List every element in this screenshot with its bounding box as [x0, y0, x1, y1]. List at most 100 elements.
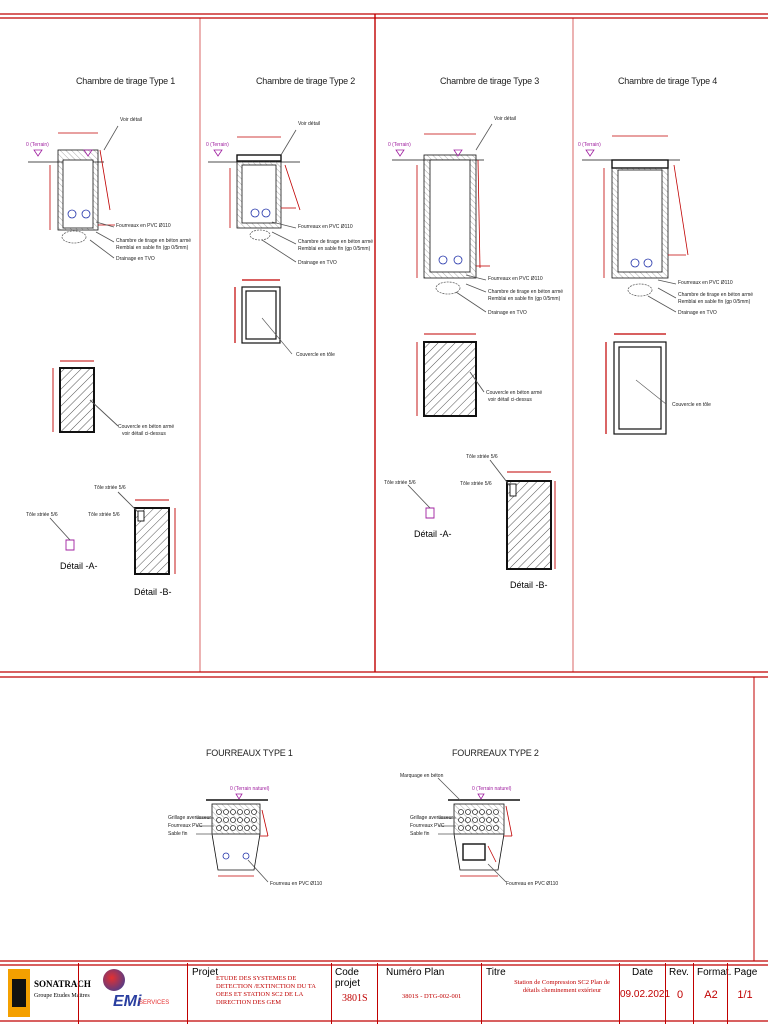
- sable-note-f2: Sable fin: [410, 831, 430, 837]
- chambre-note1-type3: Chambre de tirage en béton armé: [488, 289, 564, 295]
- couvercle-note-type2: Couvercle en tôle: [296, 352, 335, 358]
- tole-note2-type3: Tôle striée 5/6: [460, 481, 492, 487]
- detail-b-type3: [489, 459, 556, 570]
- code-projet-value: 3801S: [342, 993, 368, 1004]
- titre-label: Titre: [486, 967, 506, 978]
- tampon-note-type1: Voir détail: [120, 117, 142, 123]
- tampon-note-type3: Voir détail: [494, 116, 516, 122]
- chambre-type2-title: Chambre de tirage Type 2: [256, 76, 356, 86]
- projet-value: ETUDE DES SYSTEMES DE DETECTION /EXTINCT…: [216, 975, 316, 1006]
- detail-a-label-type3: Détail -A-: [414, 529, 452, 539]
- rev-cell: Rev. 0: [665, 963, 693, 1024]
- drainage-note-type4: Drainage en TVO: [678, 310, 717, 316]
- contractor-name: EMi: [113, 993, 142, 1010]
- detail-a-label-type1: Détail -A-: [60, 561, 98, 571]
- drainage-note-type1: Drainage en TVO: [116, 256, 155, 262]
- numero-plan-value: 3801S - DTG-002-001: [402, 993, 462, 1000]
- chambre-note2-type3: Remblai en sable fin (gp 0/5mm): [488, 296, 561, 302]
- detail-note-type3: voir détail ci-dessus: [488, 397, 532, 403]
- chambre-note2-type2: Remblai en sable fin (gp 0/5mm): [298, 246, 371, 252]
- tole-note2-type1: Tôle striée 5/6: [88, 512, 120, 518]
- grillage-note-f2: Grillage avertisseur: [410, 815, 454, 821]
- tole-note-type1: Tôle striée 5/6: [94, 485, 126, 491]
- chambre-type3-section: [392, 123, 493, 313]
- fourreaux-type1-title: FOURREAUX TYPE 1: [206, 748, 293, 758]
- page-cell: Page 1/1: [727, 963, 768, 1024]
- page-label: Page: [734, 967, 758, 978]
- detail-b-label-type1: Détail -B-: [134, 587, 172, 597]
- drainage-note-type2: Drainage en TVO: [298, 260, 337, 266]
- chambre-type4-title: Chambre de tirage Type 4: [618, 76, 718, 86]
- chambre-type1-title: Chambre de tirage Type 1: [76, 76, 176, 86]
- company-sub: Groupe Etudes Maitres: [34, 993, 90, 999]
- title-block: SONATRACH Groupe Etudes Maitres EMi SERV…: [0, 963, 768, 1024]
- code-projet-cell: Code projet 3801S: [331, 963, 377, 1024]
- titre-value: Station de Compression SC2 Plan de détai…: [514, 979, 610, 994]
- chambre-type1-section: [28, 125, 119, 259]
- sol-label-type2: 0 (Terrain): [206, 142, 229, 148]
- detail-a-type3: [407, 484, 435, 519]
- date-cell: Date 09.02.2021: [619, 963, 671, 1024]
- numero-plan-label: Numéro Plan: [386, 967, 445, 978]
- chambre-type3-plan: [416, 333, 485, 417]
- company-name: SONATRACH: [34, 979, 91, 989]
- sheet-frame: [0, 13, 768, 1022]
- fourreau-note-type3: Fourreaux en PVC Ø110: [488, 276, 543, 282]
- detail-note-type1: voir détail ci-dessus: [122, 431, 166, 437]
- detail-b-type1: [117, 491, 176, 575]
- pvc-note-f2: Fourreau en PVC Ø110: [506, 881, 559, 887]
- titre-cell: Titre Station de Compression SC2 Plan de…: [481, 963, 619, 1024]
- chambre-note1-type4: Chambre de tirage en béton armé: [678, 292, 754, 298]
- chambre-type4-plan: [605, 333, 667, 435]
- fourreaux-note-f1: Fourreaux PVC: [168, 823, 203, 829]
- terrain-note-f2: 0 (Terrain naturel): [472, 786, 512, 792]
- drainage-note-type3: Drainage en TVO: [488, 310, 527, 316]
- sonatrach-logo-mark: [12, 979, 26, 1007]
- chambre-type2-plan: [234, 279, 293, 355]
- date-value: 09.02.2021: [620, 989, 671, 1000]
- projet-label: Projet: [192, 967, 219, 978]
- marquage-note-f2: Marquage en béton: [400, 773, 444, 779]
- fourreau-note-type2: Fourreaux en PVC Ø110: [298, 224, 353, 230]
- chambre-note1-type1: Chambre de tirage en béton armé: [116, 238, 192, 244]
- chambre-note1-type2: Chambre de tirage en béton armé: [298, 239, 374, 245]
- date-label: Date: [632, 967, 654, 978]
- chambre-note2-type4: Remblai en sable fin (gp 0/5mm): [678, 299, 751, 305]
- projet-cell: Projet ETUDE DES SYSTEMES DE DETECTION /…: [187, 963, 331, 1024]
- chambre-type3-title: Chambre de tirage Type 3: [440, 76, 540, 86]
- contractor-cell: EMi SERVICES: [78, 963, 186, 1024]
- format-value: A2: [704, 989, 718, 1001]
- page-value: 1/1: [737, 989, 753, 1001]
- numero-plan-cell: Numéro Plan 3801S - DTG-002-001: [377, 963, 481, 1024]
- sable-note-f1: Sable fin: [168, 831, 188, 837]
- detail-b-label-type3: Détail -B-: [510, 580, 548, 590]
- chambre-type2-section: [208, 129, 301, 263]
- emi-logo-icon: [103, 969, 125, 991]
- couvercle-note-type3: Couvercle en béton armé: [486, 390, 543, 396]
- couvercle-note-type4: Couvercle en tôle: [672, 402, 711, 408]
- sol-label-type3: 0 (Terrain): [388, 142, 411, 148]
- fourreaux-note-f2: Fourreaux PVC: [410, 823, 445, 829]
- code-projet-label: Code projet: [335, 967, 361, 989]
- rev-label: Rev.: [669, 967, 689, 978]
- tole-small-type1: Tôle striée 5/6: [26, 512, 58, 518]
- chambre-note2-type1: Remblai en sable fin (gp 0/5mm): [116, 245, 189, 251]
- grillage-note-f1: Grillage avertisseur: [168, 815, 212, 821]
- couvercle-note-type1: Couvercle en béton armé: [118, 424, 175, 430]
- chambre-type4-section: [582, 135, 689, 313]
- tole-small-type3: Tôle striée 5/6: [384, 480, 416, 486]
- detail-a-type1: [49, 517, 75, 551]
- rev-value: 0: [676, 989, 684, 1001]
- fourreaux-type2-section: [437, 777, 520, 883]
- sol-label-type1: 0 (Terrain): [26, 142, 49, 148]
- terrain-note-f1: 0 (Terrain naturel): [230, 786, 270, 792]
- pvc-note-f1: Fourreau en PVC Ø110: [270, 881, 323, 887]
- fourreau-note-type1: Fourreaux en PVC Ø110: [116, 223, 171, 229]
- panel-dividers: [199, 18, 574, 672]
- chambre-type1-plan: [52, 360, 119, 433]
- fourreaux-type2-title: FOURREAUX TYPE 2: [452, 748, 539, 758]
- fourreaux-type1-section: [196, 793, 269, 883]
- format-label: Format.: [697, 967, 732, 978]
- format-cell: Format. A2: [693, 963, 731, 1024]
